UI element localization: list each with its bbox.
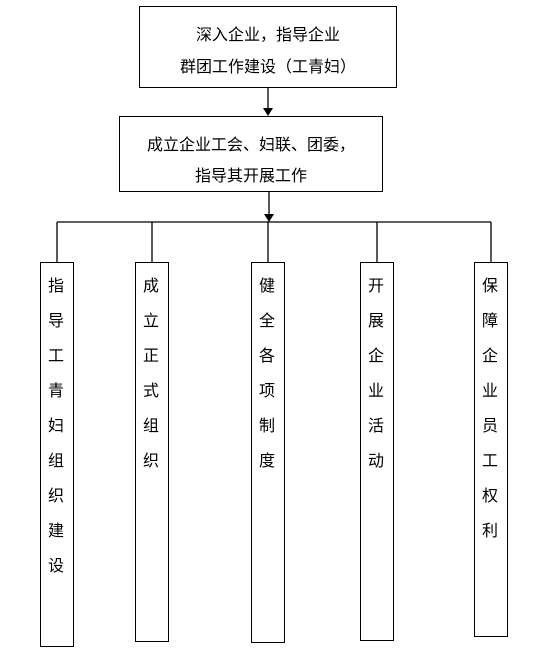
branch-node-1: 指导工青妇组织建设 (40, 262, 74, 647)
top-node-line-2: 群团工作建设（工青妇） (179, 57, 356, 76)
branch-node-4-label: 开展企业活动 (365, 277, 384, 487)
arrowhead-middle-to-bar (264, 214, 274, 222)
branch-node-3: 健全各项制度 (251, 262, 285, 643)
branch-node-2-label: 成立正式组织 (140, 277, 159, 487)
branch-node-5: 保障企业员工权利 (474, 262, 508, 637)
top-node: 深入企业，指导企业 群团工作建设（工青妇） (139, 6, 397, 88)
middle-node: 成立企业工会、妇联、团委， 指导其开展工作 (119, 116, 383, 192)
branch-node-1-label: 指导工青妇组织建设 (45, 277, 64, 592)
branch-node-2: 成立正式组织 (135, 262, 169, 642)
top-node-line-1: 深入企业，指导企业 (195, 25, 340, 44)
arrowhead-top-to-middle (263, 108, 273, 116)
middle-node-line-2: 指导其开展工作 (194, 166, 307, 185)
branch-node-3-label: 健全各项制度 (256, 277, 275, 487)
branch-node-4: 开展企业活动 (360, 262, 394, 641)
middle-node-line-1: 成立企业工会、妇联、团委， (146, 135, 355, 154)
branch-node-5-label: 保障企业员工权利 (479, 277, 498, 557)
